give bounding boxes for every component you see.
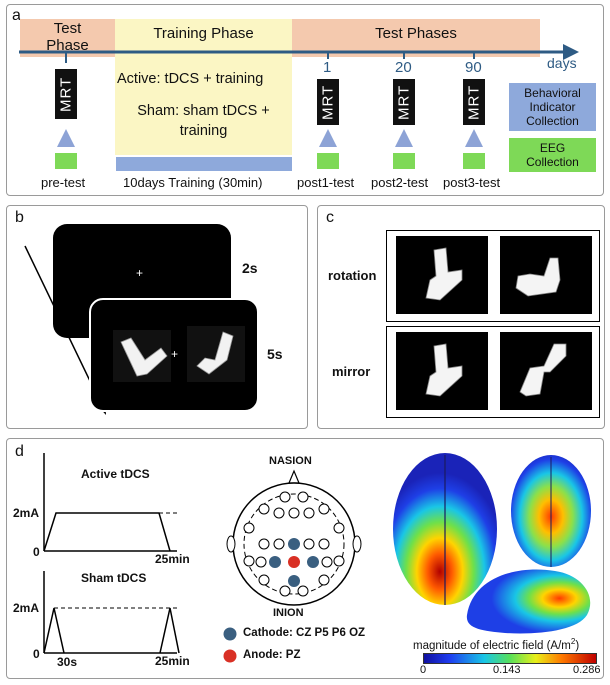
post3-test-label: post3-test <box>443 175 501 190</box>
mrt-box-post1: MRT <box>317 79 339 125</box>
eeg-marker-post3 <box>463 153 485 169</box>
behavioral-legend-line3: Collection <box>526 114 579 128</box>
colorbar-title-close: ) <box>575 639 580 652</box>
active-ma-label: 2mA <box>13 506 40 520</box>
cube-figure-left <box>113 330 171 382</box>
mrt-box-pre: MRT <box>55 69 77 119</box>
active-25min-label: 25min <box>155 552 190 566</box>
test-phase-title-line2: Phase <box>46 37 89 54</box>
colorbar-title: magnitude of electric field (A/m2) <box>413 637 579 652</box>
training-phase-band <box>115 19 292 155</box>
triangle-marker-icon <box>395 129 413 147</box>
test-phase-title: Test Phase <box>20 17 115 57</box>
colorbar <box>423 653 597 664</box>
active-zero-label: 0 <box>33 545 40 559</box>
mirror-figure-b <box>500 332 592 410</box>
fixation-cross: + <box>136 266 144 280</box>
post2-test-label: post2-test <box>371 175 429 190</box>
triangle-marker-icon <box>319 129 337 147</box>
behavioral-legend-line2: Indicator <box>529 100 576 114</box>
panel-d: d Active tDCS 2mA 0 25min Sham tDCS 2mA … <box>6 438 604 679</box>
triangle-marker-icon <box>465 129 483 147</box>
days-label: days <box>547 55 577 71</box>
rotation-figure-a <box>396 236 488 314</box>
training-duration-label: 10days Training (30min) <box>123 175 263 190</box>
fixation-duration: 2s <box>242 260 258 276</box>
cathode-legend: Cathode: CZ P5 P6 OZ <box>243 627 366 639</box>
sham-zero-label: 0 <box>33 647 40 661</box>
stimulus-screen: + <box>89 298 259 412</box>
active-description: Active: tDCS + training <box>117 71 264 87</box>
nasion-label: NASION <box>269 455 312 467</box>
training-bar <box>116 157 292 171</box>
anode-dot-icon <box>223 649 237 663</box>
behavioral-legend: Behavioral Indicator Collection <box>509 83 596 131</box>
panel-c: c rotation mirror <box>317 205 605 429</box>
inion-label: INION <box>273 607 304 619</box>
day-90-label: 90 <box>465 59 482 76</box>
eeg-legend-line2: Collection <box>526 155 579 169</box>
sham-description: Sham: sham tDCS + training <box>115 101 292 141</box>
test-phases-title: Test Phases <box>375 25 457 42</box>
sham-25min-label: 25min <box>155 654 190 668</box>
sham-description-line2: training <box>179 123 228 139</box>
stimulus-fixation-cross: + <box>171 347 179 361</box>
brain-render-icon <box>393 453 591 634</box>
panel-b-label: b <box>15 209 24 226</box>
rotation-label: rotation <box>328 268 377 283</box>
eeg-marker-pre <box>55 153 77 169</box>
sham-30s-label: 30s <box>57 655 78 669</box>
colorbar-title-text: magnitude of electric field (A/m <box>413 639 571 652</box>
panel-c-label: c <box>326 209 334 226</box>
colorbar-mid: 0.143 <box>493 664 521 676</box>
anode-legend: Anode: PZ <box>243 649 301 661</box>
triangle-marker-icon <box>57 129 75 147</box>
mirror-label: mirror <box>332 364 371 379</box>
rotation-group <box>386 230 600 322</box>
colorbar-min: 0 <box>420 664 427 676</box>
tdcs-waveforms <box>43 453 180 654</box>
eeg-legend-line1: EEG <box>539 141 566 155</box>
day-20-label: 20 <box>395 59 412 76</box>
test-phase-title-line1: Test <box>53 20 82 37</box>
sham-tdcs-title: Sham tDCS <box>81 571 147 585</box>
sham-description-line1: Sham: sham tDCS + <box>137 103 270 119</box>
active-tdcs-title: Active tDCS <box>81 467 150 481</box>
cube-figure-right <box>187 326 245 382</box>
mirror-group <box>386 326 600 418</box>
training-phase-title: Training Phase <box>153 25 254 42</box>
eeg-marker-post1 <box>317 153 339 169</box>
sham-ma-label: 2mA <box>13 601 40 615</box>
panel-a: a Test Phase Training Phase Test Phases … <box>6 4 604 196</box>
rotation-figure-b <box>500 236 592 314</box>
mrt-box-post3: MRT <box>463 79 485 125</box>
post1-test-label: post1-test <box>297 175 355 190</box>
behavioral-legend-line1: Behavioral <box>524 86 581 100</box>
timeline-arrow-icon <box>19 44 579 63</box>
panel-a-label: a <box>12 7 21 24</box>
eeg-legend: EEG Collection <box>509 138 596 172</box>
day-1-label: 1 <box>323 59 332 76</box>
cathode-dot-icon <box>223 627 237 641</box>
eeg-marker-post2 <box>393 153 415 169</box>
panel-d-label: d <box>15 443 24 460</box>
pre-test-label: pre-test <box>41 175 86 190</box>
mirror-figure-a <box>396 332 488 410</box>
electrode-cap-icon <box>226 469 362 606</box>
panel-b: b + 2s + 5s <box>6 205 308 429</box>
stimulus-duration: 5s <box>267 346 283 362</box>
colorbar-title-sup: 2 <box>570 637 576 646</box>
mrt-box-post2: MRT <box>393 79 415 125</box>
colorbar-max: 0.286 <box>573 664 601 676</box>
